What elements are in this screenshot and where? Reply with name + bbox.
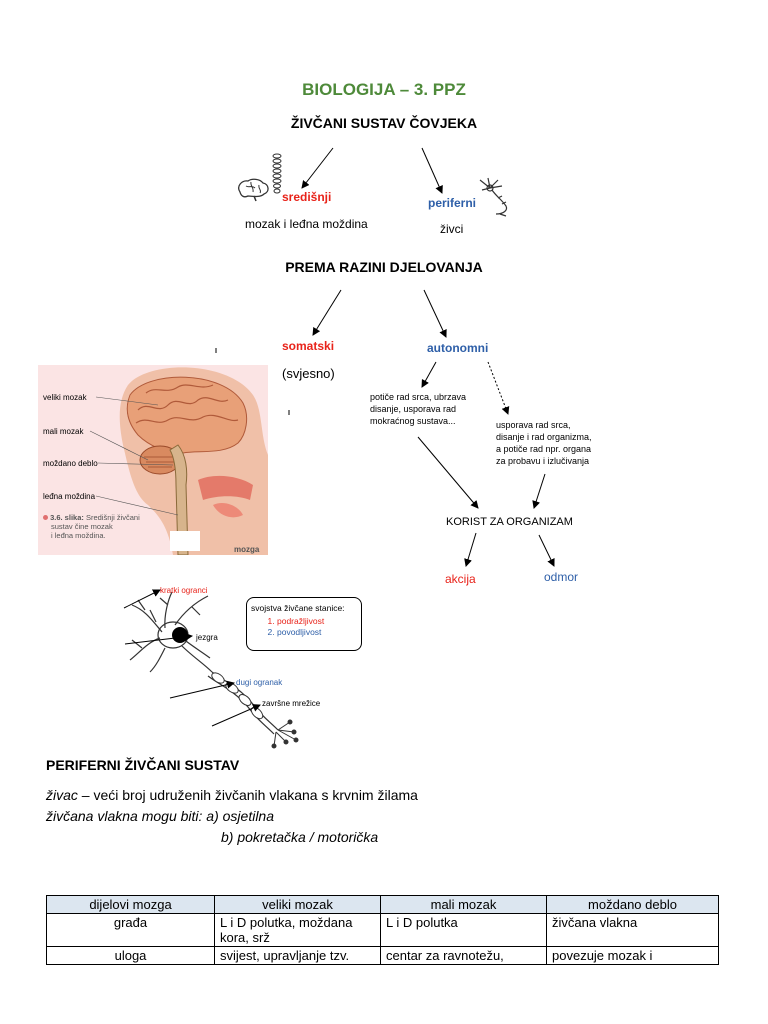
page-title: BIOLOGIJA – 3. PPZ xyxy=(302,80,466,99)
label-peripheral-desc: živci xyxy=(440,222,464,236)
figure-caption: 3.6. slika: Središnji živčani sustav čin… xyxy=(43,513,140,540)
head-section-drawing xyxy=(119,367,268,555)
caption-line: Središnji živčani xyxy=(85,513,140,522)
cell-properties-box: svojstva živčane stanice: podražljivost … xyxy=(246,597,362,651)
label-short-branches: kratki ogranci xyxy=(160,586,208,595)
table-cell: L i D polutka, moždana kora, srž xyxy=(214,913,381,947)
table-header-cell: veliki mozak xyxy=(214,895,381,914)
text-line: a potiče rad npr. organa xyxy=(496,444,592,454)
property-item: povodljivost xyxy=(277,627,357,637)
autonomic-sympathetic-text: potiče rad srca, ubrzava disanje, uspora… xyxy=(370,391,466,427)
table-header-row: dijelovi mozga veliki mozak mali mozak m… xyxy=(46,895,719,914)
spine-icon xyxy=(272,153,282,194)
table-cell: centar za ravnotežu, xyxy=(380,946,547,965)
label-somatic: somatski xyxy=(282,339,335,353)
brain-label-lines xyxy=(89,396,179,516)
heading-peripheral-system: PERIFERNI ŽIVČANI SUSTAV xyxy=(46,757,240,773)
caption-bullet-icon xyxy=(43,515,48,520)
label-benefit: KORIST ZA ORGANIZAM xyxy=(446,516,573,528)
table-cell: L i D polutka xyxy=(380,913,547,947)
label-cerebellum: mali mozak xyxy=(43,427,84,436)
table-cell: svijest, upravljanje tzv. xyxy=(214,946,381,965)
text-line: mokraćnog sustava... xyxy=(370,416,456,426)
photo-corner-white xyxy=(170,531,200,551)
label-action: akcija xyxy=(445,572,476,586)
fibers-line-b: b) pokretačka / motorička xyxy=(221,829,379,845)
text-line: disanje i rad organizma, xyxy=(496,432,592,442)
label-nucleus: jezgra xyxy=(196,633,218,642)
text-line: usporava rad srca, xyxy=(496,420,571,430)
brain-illustration: mozga m veliki mozak mali mozak moždano … xyxy=(38,365,268,555)
label-spinal-cord: leđna moždina xyxy=(43,492,96,501)
text-line: za probavu i izlučivanja xyxy=(496,456,590,466)
label-central-desc: mozak i leđna moždina xyxy=(245,217,368,231)
label-rest: odmor xyxy=(544,570,579,584)
caption-line: i leđna moždina. xyxy=(51,531,106,540)
text-line: potiče rad srca, ubrzava xyxy=(370,392,467,402)
photo-corner-label: mozga m xyxy=(234,545,260,555)
caption-line: sustav čine mozak xyxy=(51,522,113,531)
label-central: središnji xyxy=(282,190,332,204)
nerve-def: – veći broj udruženih živčanih vlakana s… xyxy=(77,787,418,803)
nerve-definition: živac – veći broj udruženih živčanih vla… xyxy=(46,787,418,803)
brain-parts-table: dijelovi mozga veliki mozak mali mozak m… xyxy=(46,895,719,965)
nerve-term: živac xyxy=(46,787,78,803)
property-item: podražljivost xyxy=(277,616,357,626)
label-cerebrum: veliki mozak xyxy=(43,393,87,402)
table-row: uloga svijest, upravljanje tzv. centar z… xyxy=(46,946,719,965)
table-cell: živčana vlakna xyxy=(546,913,719,947)
neuron-icon xyxy=(479,177,508,217)
properties-title: svojstva živčane stanice: xyxy=(251,603,345,613)
table-cell: uloga xyxy=(46,946,215,965)
autonomic-parasympathetic-text: usporava rad srca, disanje i rad organiz… xyxy=(496,419,592,467)
table-header-cell: moždano deblo xyxy=(546,895,719,914)
label-end-networks: završne mrežice xyxy=(262,699,321,708)
table-header-cell: dijelovi mozga xyxy=(46,895,215,914)
label-somatic-desc: (svjesno) xyxy=(282,366,335,381)
caption-bold: 3.6. slika: xyxy=(50,513,84,522)
label-brainstem: moždano deblo xyxy=(43,459,98,468)
table-cell: građa xyxy=(46,913,215,947)
heading-by-level: PREMA RAZINI DJELOVANJA xyxy=(285,259,483,275)
brain-icon xyxy=(238,178,269,202)
text-line: disanje, usporava rad xyxy=(370,404,457,414)
table-row: građa L i D polutka, moždana kora, srž L… xyxy=(46,913,719,947)
label-long-branch: dugi ogranak xyxy=(236,678,283,687)
label-peripheral: periferni xyxy=(428,196,477,210)
table-header-cell: mali mozak xyxy=(380,895,547,914)
table-cell: povezuje mozak i xyxy=(546,946,719,965)
label-autonomic: autonomni xyxy=(427,341,489,355)
heading-nervous-system: ŽIVČANI SUSTAV ČOVJEKA xyxy=(290,115,478,131)
neuron-diagram xyxy=(129,591,299,749)
fibers-line: živčana vlakna mogu biti: a) osjetilna xyxy=(46,808,275,824)
